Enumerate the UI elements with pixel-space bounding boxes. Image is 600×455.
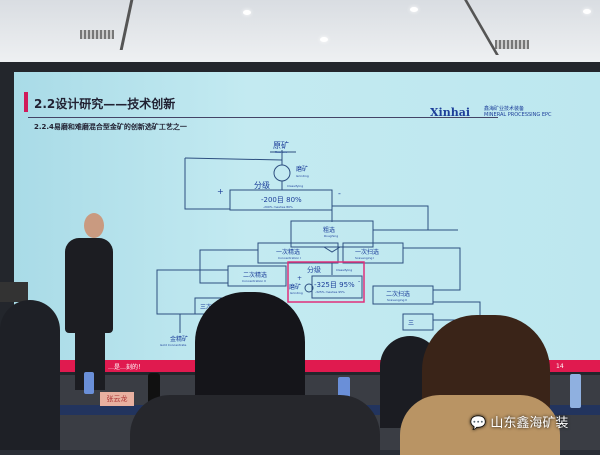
ceiling-light — [410, 7, 418, 12]
gold-conc-label: 金精矿 — [170, 335, 188, 343]
title-divider — [28, 117, 498, 118]
grinding-label: 磨矿 — [296, 165, 308, 173]
slide-subtitle: 2.2.4易磨和难磨混合型金矿的创新选矿工艺之一 — [34, 123, 187, 131]
water-bottle — [84, 372, 94, 394]
audience-member — [400, 395, 560, 455]
minus-sign: - — [338, 189, 341, 198]
xinhai-logo: Xinhai — [430, 106, 471, 119]
mesh325-en: -325% meshes 95% — [315, 290, 345, 294]
air-vent — [80, 30, 114, 39]
air-vent — [495, 40, 529, 49]
classifying-en: Classifying — [287, 184, 303, 188]
mesh200-label: -200目 80% — [261, 196, 302, 204]
ceiling — [0, 0, 600, 62]
mesh325-label: -325目 95% — [314, 281, 355, 289]
title-accent-bar — [24, 92, 28, 112]
slide-title: 2.2设计研究——技术创新 — [34, 97, 176, 111]
wechat-icon: 💬 — [470, 416, 487, 431]
mesh200-en: -200% meshes 80% — [263, 205, 293, 209]
conc1-en: Concentration Ⅰ — [278, 256, 301, 260]
roughing-label: 粗选 — [323, 226, 335, 234]
audience-member-hair — [195, 292, 305, 412]
scav2-en: Scavenging Ⅱ — [387, 298, 407, 302]
plus-sign: + — [217, 187, 224, 196]
raw-ore-label: 原矿 — [273, 140, 289, 150]
watermark-text: 山东鑫海矿装 — [490, 416, 569, 431]
minus2-sign: - — [358, 278, 360, 285]
scav2-label: 二次扫选 — [386, 290, 410, 298]
water-bottle — [570, 374, 581, 408]
gold-conc-en: Gold Concentrate — [160, 343, 187, 347]
highlight-box — [287, 261, 365, 303]
grinding-en: Grinding — [296, 174, 309, 178]
classifying2-en: Classifying — [336, 268, 352, 272]
roughing-en: Roughing — [324, 234, 338, 238]
classifying2-label: 分级 — [307, 265, 321, 274]
podium — [0, 282, 28, 302]
scav1-label: 一次扫选 — [355, 248, 379, 256]
grinding2-en: Grinding — [290, 291, 303, 295]
ceiling-light — [320, 37, 328, 42]
conc2-en: Concentration Ⅱ — [242, 279, 266, 283]
grinding2-label: 磨矿 — [289, 283, 301, 291]
page-number: 14 — [556, 363, 564, 370]
nameplate: 张云龙 — [100, 392, 134, 406]
conc2-label: 二次精选 — [243, 271, 267, 279]
wechat-watermark: 💬 山东鑫海矿装 — [470, 412, 568, 431]
scav1-en: Scavenging Ⅰ — [355, 256, 374, 260]
conc3-label: 三次 — [200, 303, 212, 311]
ceiling-light — [583, 9, 591, 14]
presenter-head — [84, 213, 104, 238]
audience-member — [0, 300, 60, 450]
ceiling-light — [243, 10, 251, 15]
raw-ore-en: Raw ore — [275, 150, 287, 154]
plus2-sign: + — [297, 275, 302, 282]
classifying-label: 分级 — [254, 180, 270, 190]
conc1-label: 一次精选 — [276, 248, 300, 256]
audience-member — [130, 395, 380, 455]
scav3-label: 三 — [408, 320, 414, 327]
presenter-body — [65, 238, 113, 333]
footer-slogan: …是…刻的！ — [108, 364, 145, 371]
logo-sub-cn: 鑫海矿业技术装备 — [484, 106, 525, 112]
logo-sub-en: MINERAL PROCESSING EPC — [484, 112, 552, 118]
